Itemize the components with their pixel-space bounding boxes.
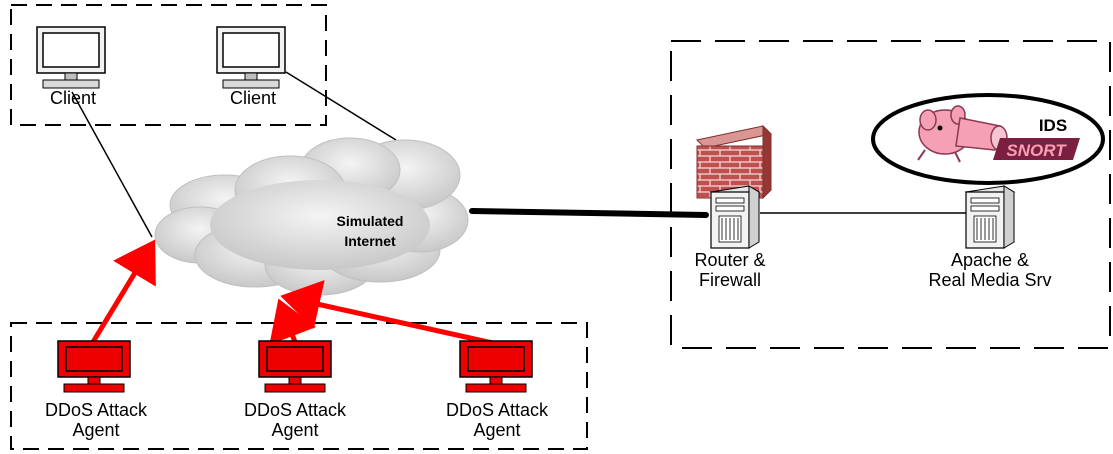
client2-link	[285, 71, 397, 141]
client1-link	[71, 91, 153, 238]
apache-server-tower-icon	[964, 185, 1016, 249]
router-tower-icon	[709, 185, 761, 249]
agent-1-label-line2: Agent	[72, 420, 120, 440]
protected-network-group-box	[670, 40, 1111, 349]
agent-1-label-line1: DDoS Attack	[44, 400, 148, 420]
attack-arrow-3	[280, 280, 498, 347]
client-label-2: Client	[229, 88, 277, 108]
ids-snort-badge	[871, 93, 1105, 185]
router-label-line1: Router &	[694, 250, 766, 270]
server-label-line1: Apache &	[950, 250, 1030, 270]
snort-wordmark-text: SNORT	[1006, 141, 1067, 160]
attack-agent-computer-3	[459, 340, 533, 393]
snort-wordmark: SNORT	[993, 138, 1080, 160]
agent-3-label-line1: DDoS Attack	[445, 400, 549, 420]
router-label-line2: Firewall	[698, 270, 761, 290]
cloud-label-line1: Simulated	[337, 213, 404, 229]
client-computer-2	[216, 26, 286, 89]
attack-arrow-1	[90, 239, 156, 344]
client-label-1: Client	[49, 88, 97, 108]
ids-label: IDS	[1039, 116, 1067, 135]
cloud-label-line2: Internet	[344, 233, 396, 249]
attack-agent-computer-1	[57, 340, 131, 393]
internet-cloud	[154, 137, 469, 296]
agent-3-label-line2: Agent	[473, 420, 521, 440]
firewall-icon	[695, 124, 773, 200]
client-computer-1	[36, 26, 106, 89]
attack-arrow-2	[269, 298, 317, 345]
server-label-line2: Real Media Srv	[928, 270, 1052, 290]
internet-router-link	[469, 208, 709, 218]
client-group-box	[10, 4, 327, 126]
agent-2-label-line1: DDoS Attack	[243, 400, 347, 420]
agent-2-label-line2: Agent	[271, 420, 319, 440]
attack-agent-computer-2	[258, 340, 332, 393]
